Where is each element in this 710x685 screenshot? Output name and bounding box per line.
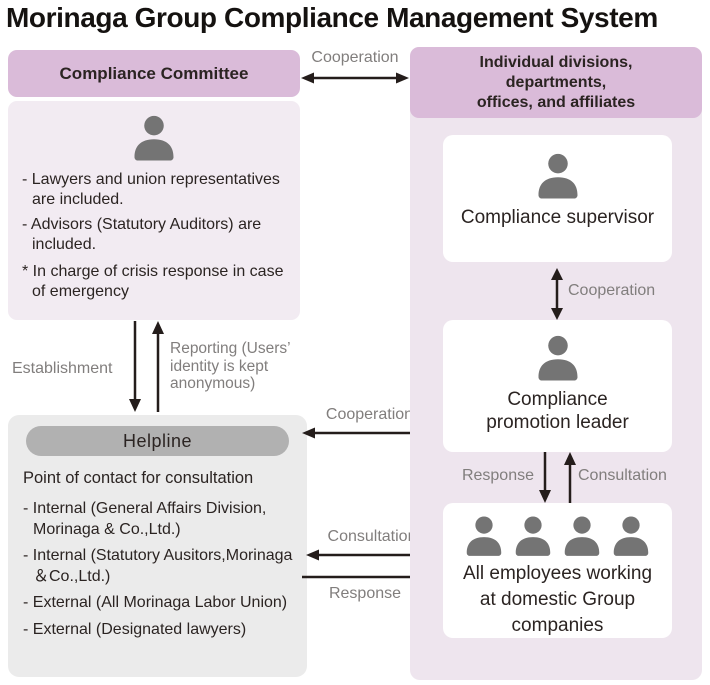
panel-header-line: departments, (505, 73, 607, 91)
panel-header-line: offices, and affiliates (476, 93, 636, 111)
committee-notes: - Lawyers and union representatives are … (8, 168, 300, 302)
employees-label-line: at domestic Group (479, 589, 636, 610)
compliance-supervisor-box: Compliance supervisor (443, 135, 672, 262)
helpline-box: Helpline Point of contact for consultati… (8, 415, 307, 677)
consultation-up-arrow-icon (564, 452, 576, 503)
helpline-pill: Helpline (26, 426, 289, 456)
employee-icons-row (443, 513, 672, 559)
promotion-leader-label-line: promotion leader (486, 412, 629, 433)
response-down-arrow-icon (539, 452, 551, 503)
promotion-leader-box: Compliance promotion leader (443, 320, 672, 452)
cooperation-top-label: Cooperation (311, 49, 399, 66)
employees-box: All employees working at domestic Group … (443, 503, 672, 638)
person-icon (466, 516, 502, 556)
person-icon (538, 153, 577, 199)
committee-note: - Lawyers and union representatives are … (22, 171, 280, 208)
consultation-mid-label: Consultation (327, 528, 417, 545)
committee-note: - Advisors (Statutory Auditors) are incl… (22, 216, 262, 253)
cooperation-right-label: Cooperation (568, 282, 656, 299)
reporting-label: Reporting (Users’ identity is kept anony… (170, 340, 291, 392)
committee-body: - Lawyers and union representatives are … (8, 101, 300, 320)
helpline-item: - Internal (Statutory Ausitors,Morinaga＆… (23, 547, 293, 585)
reporting-up-arrow-icon (152, 321, 164, 412)
person-icon (134, 115, 174, 161)
establishment-down-arrow-icon (129, 321, 141, 412)
divisions-panel-header: Individual divisions, departments, offic… (410, 47, 702, 118)
promotion-leader-label-line: Compliance (507, 389, 608, 410)
cooperation-vertical-double-arrow-icon (551, 268, 563, 320)
person-icon (538, 335, 577, 381)
helpline-item: - External (All Morinaga Labor Union) (23, 594, 288, 611)
person-icon (613, 516, 649, 556)
response-mid-label: Response (328, 585, 402, 602)
committee-header: Compliance Committee (8, 50, 300, 97)
employees-label-line: All employees working (462, 563, 653, 584)
response-right-label: Response (461, 467, 534, 484)
helpline-item: - Internal (General Affairs Division, Mo… (23, 500, 267, 538)
helpline-items: - Internal (General Affairs Division, Mo… (23, 499, 293, 640)
helpline-item: - External (Designated lawyers) (23, 620, 247, 638)
employees-label-line: companies (511, 615, 604, 636)
helpline-subtitle: Point of contact for consultation (23, 469, 254, 487)
cooperation-mid-label: Cooperation (325, 406, 414, 423)
supervisor-label: Compliance supervisor (460, 207, 655, 228)
person-icon (515, 516, 551, 556)
cooperation-double-arrow-icon (301, 72, 409, 84)
establishment-label: Establishment (12, 360, 113, 377)
consultation-right-label: Consultation (578, 467, 667, 484)
person-icon (564, 516, 600, 556)
committee-note: * In charge of crisis response in case o… (22, 263, 284, 300)
page-title: Morinaga Group Compliance Management Sys… (6, 2, 658, 33)
divisions-panel: Individual divisions, departments, offic… (410, 47, 702, 680)
panel-header-line: Individual divisions, (479, 53, 633, 71)
